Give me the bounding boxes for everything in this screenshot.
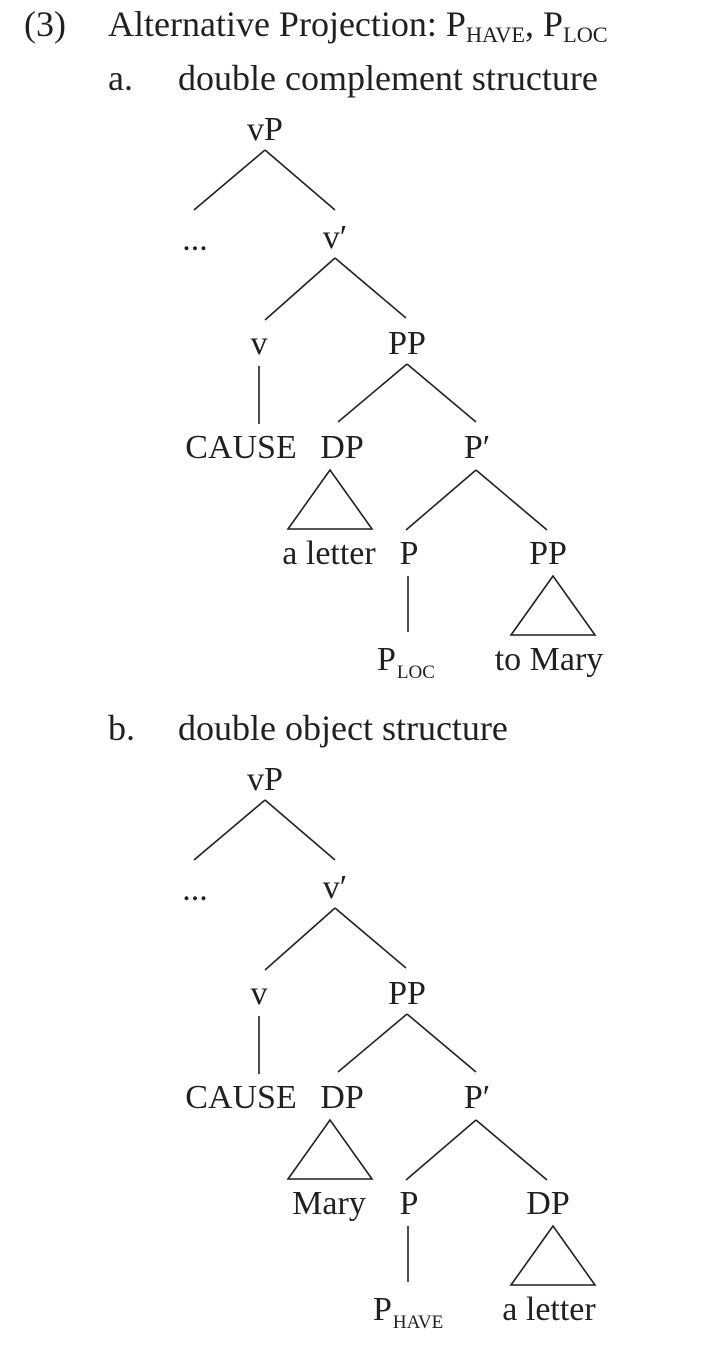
branch-vp-spec: [193, 149, 266, 211]
branch-pbar-p: [405, 1119, 477, 1181]
triangle-dp: [286, 468, 374, 530]
branch-vp-vbar: [264, 799, 336, 861]
branch-pp-pbar: [406, 363, 477, 423]
sub-example-b-letter: b.: [108, 708, 135, 748]
sub-example-a-letter: a.: [108, 58, 133, 98]
node-vbar: v′: [323, 219, 347, 256]
node-comp-content: to Mary: [495, 641, 604, 678]
node-pbar: P′: [464, 429, 490, 466]
node-p-head: PLOC: [377, 641, 435, 683]
branch-pbar-comp: [475, 1119, 548, 1181]
branch-vbar-pp: [334, 257, 407, 319]
p-head-subscript: HAVE: [393, 1312, 443, 1333]
p-head-subscript: LOC: [397, 662, 435, 683]
sub-example-a-title: double complement structure: [178, 58, 598, 98]
node-spec: ...: [182, 221, 208, 258]
node-cause: CAUSE: [185, 429, 296, 466]
triangle-dp: [286, 1118, 374, 1180]
node-comp-label: PP: [529, 535, 567, 572]
node-dp: DP: [320, 1079, 363, 1116]
branch-pp-dp: [337, 363, 408, 423]
title-main: Alternative Projection: P: [108, 4, 466, 44]
node-pp: PP: [388, 325, 426, 362]
branch-vp-spec: [193, 799, 266, 861]
node-vp: vP: [247, 761, 283, 798]
p-head-main: P: [377, 641, 396, 678]
node-comp-content: a letter: [502, 1291, 596, 1328]
node-dp-content: Mary: [292, 1185, 366, 1222]
node-dp: DP: [320, 429, 363, 466]
branch-pbar-comp: [475, 469, 548, 531]
node-vp: vP: [247, 111, 283, 148]
node-spec: ...: [182, 871, 208, 908]
branch-pp-dp: [337, 1013, 408, 1073]
node-v: v: [251, 325, 268, 362]
node-p: P: [400, 535, 419, 572]
title-separator: , P: [525, 4, 564, 44]
branch-vp-vbar: [264, 149, 336, 211]
triangle-comp: [509, 1224, 597, 1286]
title-subscript-have: HAVE: [465, 22, 526, 48]
branch-pbar-p: [405, 469, 477, 531]
example-number: (3): [24, 4, 66, 44]
node-pbar: P′: [464, 1079, 490, 1116]
node-cause: CAUSE: [185, 1079, 296, 1116]
sub-example-b-title: double object structure: [178, 708, 508, 748]
node-p: P: [400, 1185, 419, 1222]
example-title: Alternative Projection: PHAVE, PLOC: [108, 2, 608, 57]
node-p-head: PHAVE: [373, 1291, 443, 1333]
node-dp-content: a letter: [282, 535, 376, 572]
node-v: v: [251, 975, 268, 1012]
branch-vbar-pp: [334, 907, 407, 969]
branch-vbar-v: [264, 907, 336, 971]
triangle-comp: [509, 574, 597, 636]
branch-vbar-v: [264, 257, 336, 321]
node-pp: PP: [388, 975, 426, 1012]
syntax-tree-b: vP ... v′ v PP CAUSE DP P′ Mary P DP a l…: [182, 761, 597, 1333]
p-head-main: P: [373, 1291, 392, 1328]
node-vbar: v′: [323, 869, 347, 906]
title-subscript-loc: LOC: [563, 22, 608, 48]
branch-pp-pbar: [406, 1013, 477, 1073]
syntax-tree-a: vP ... v′ v PP CAUSE DP P′ a letter P PP…: [182, 111, 604, 683]
node-comp-label: DP: [526, 1185, 569, 1222]
